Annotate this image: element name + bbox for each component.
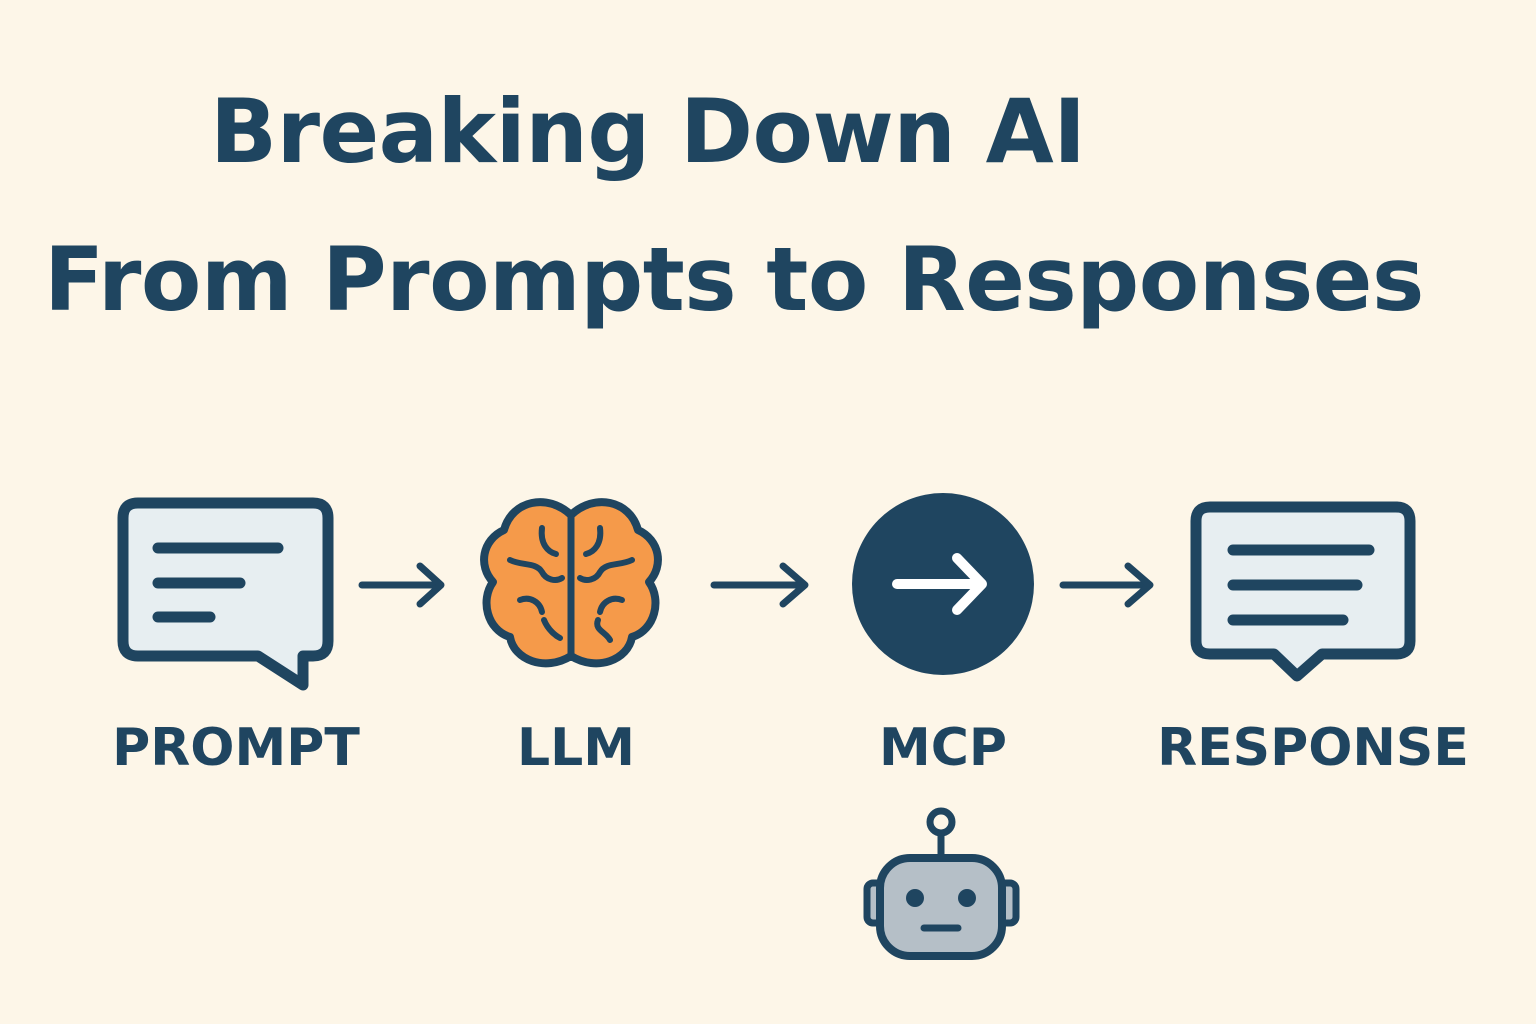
brain-icon bbox=[480, 498, 662, 668]
prompt-speech-bubble-icon bbox=[117, 497, 334, 691]
flow-arrow-3 bbox=[1059, 562, 1154, 608]
stage-label-response: RESPONSE bbox=[1157, 718, 1469, 778]
arrow-circle-icon bbox=[852, 493, 1034, 675]
stage-label-prompt: PROMPT bbox=[112, 718, 360, 778]
flow-arrow-2 bbox=[710, 562, 809, 608]
response-speech-bubble-icon bbox=[1190, 501, 1416, 682]
title-line-1: Breaking Down AI bbox=[210, 80, 1086, 183]
stage-label-llm: LLM bbox=[516, 718, 635, 778]
title-line-2: From Prompts to Responses bbox=[44, 228, 1424, 331]
robot-icon bbox=[863, 807, 1020, 960]
flow-arrow-1 bbox=[358, 562, 445, 608]
stage-label-mcp: MCP bbox=[878, 718, 1008, 778]
